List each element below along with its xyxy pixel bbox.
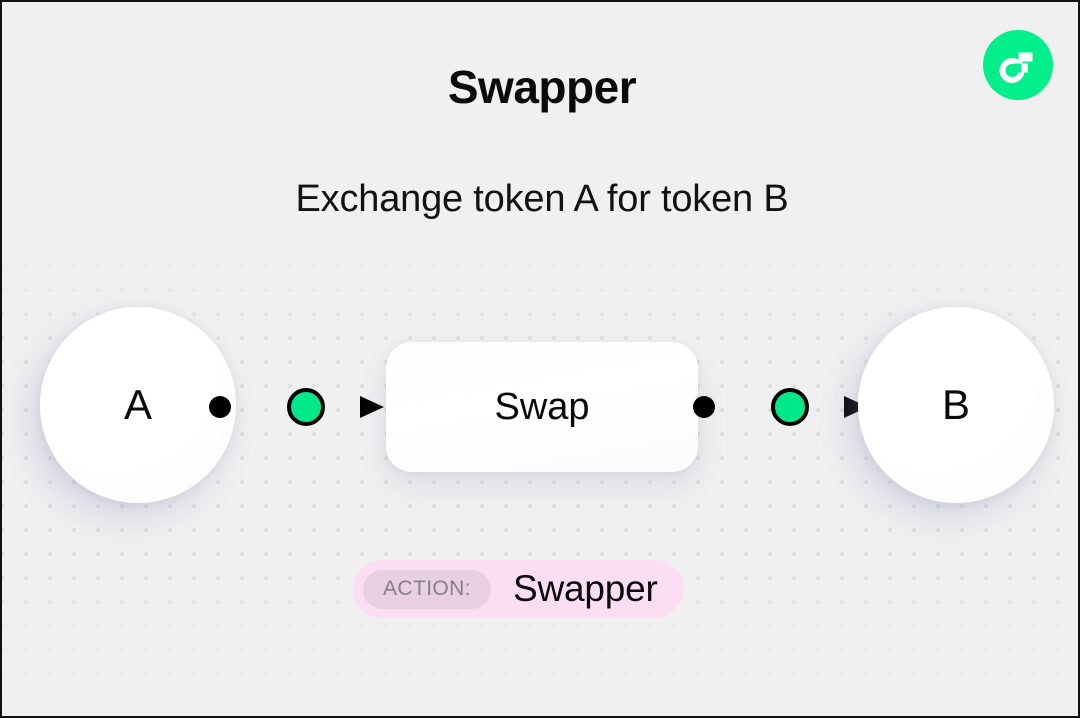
flow-logo-icon — [983, 30, 1053, 100]
page-title: Swapper — [447, 61, 637, 113]
swap-node-label: Swap — [494, 385, 590, 428]
connector-a-to-swap — [206, 385, 392, 429]
flow-diagram: A Sw — [2, 307, 1078, 507]
action-badge-key: ACTION: — [363, 569, 491, 609]
token-a-node[interactable]: A — [40, 307, 236, 503]
connector-swap-to-b — [690, 385, 876, 429]
action-badge: ACTION: Swapper — [353, 560, 684, 618]
swap-process-node[interactable]: Swap — [386, 342, 698, 472]
action-badge-value: Swapper — [512, 568, 658, 609]
token-b-label: B — [941, 381, 970, 428]
token-a-label: A — [123, 381, 152, 428]
page-subtitle: Exchange token A for token B — [295, 178, 789, 220]
token-b-node[interactable]: B — [858, 307, 1054, 503]
